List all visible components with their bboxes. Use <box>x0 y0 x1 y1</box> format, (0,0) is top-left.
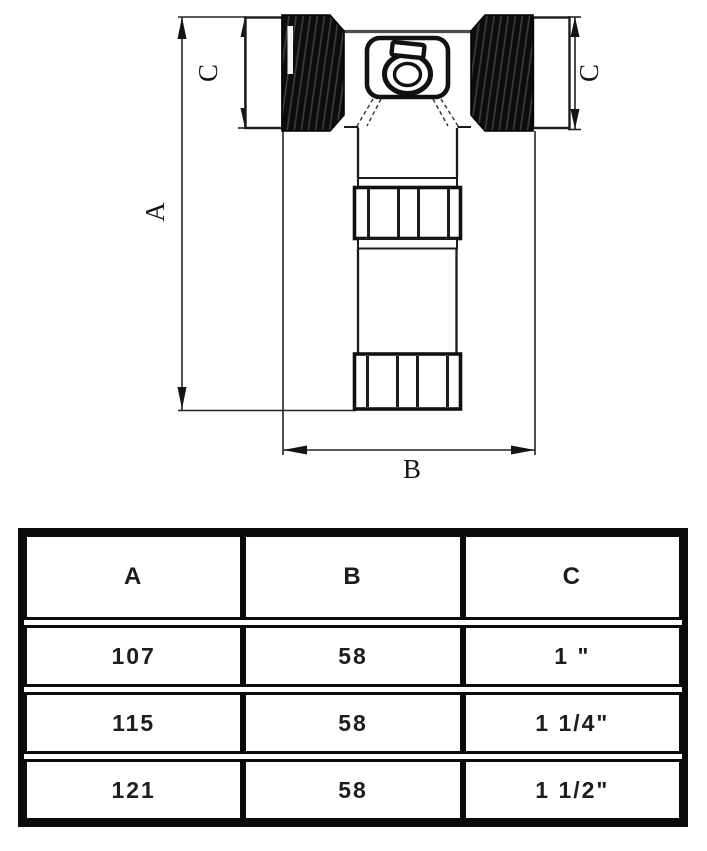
arrow-up-icon <box>177 17 187 39</box>
valve-head <box>244 14 571 132</box>
table-cell-a1: 107 <box>24 625 244 687</box>
table-cell-c3: 1 1/2" <box>462 759 682 821</box>
dim-c-left-label: C <box>193 64 223 82</box>
dim-c-right: C <box>568 16 604 131</box>
valve-stem <box>352 128 463 411</box>
dimension-table: A B C 107 58 1 " 115 58 1 1/4" 121 58 1 … <box>18 528 688 827</box>
left-end-cap <box>244 16 284 130</box>
table-cell-b1: 58 <box>243 625 463 687</box>
table-cell-a2: 115 <box>24 692 244 754</box>
table-header-b: B <box>243 534 463 620</box>
funnel-lines <box>356 98 459 127</box>
table-header-c: C <box>462 534 682 620</box>
dim-a-label: A <box>140 202 170 222</box>
arrow-down-icon <box>570 109 580 129</box>
rib-nut-upper <box>352 185 463 241</box>
rib-nut-lower <box>352 352 463 411</box>
table-header-a: A <box>24 534 244 620</box>
table-cell-a3: 121 <box>24 759 244 821</box>
arrow-left-icon <box>283 445 307 455</box>
left-thread-nut <box>281 14 345 132</box>
dim-c-left: C <box>193 17 250 129</box>
arrow-up-icon <box>570 17 580 37</box>
table-cell-b3: 58 <box>243 759 463 821</box>
brand-logo-icon <box>382 39 433 96</box>
dim-c-right-label: C <box>574 64 604 82</box>
technical-drawing: A C C <box>140 14 604 484</box>
arrow-right-icon <box>511 445 535 455</box>
dim-b-label: B <box>403 454 421 484</box>
table-cell-c2: 1 1/4" <box>462 692 682 754</box>
table-cell-b2: 58 <box>243 692 463 754</box>
stem-collar-lower <box>357 238 458 250</box>
dim-a: A <box>140 16 356 412</box>
right-end-cap <box>531 16 571 130</box>
arrow-down-icon <box>177 387 187 409</box>
dim-b: B <box>282 131 536 484</box>
table-cell-c1: 1 " <box>462 625 682 687</box>
right-thread-nut <box>470 14 534 132</box>
